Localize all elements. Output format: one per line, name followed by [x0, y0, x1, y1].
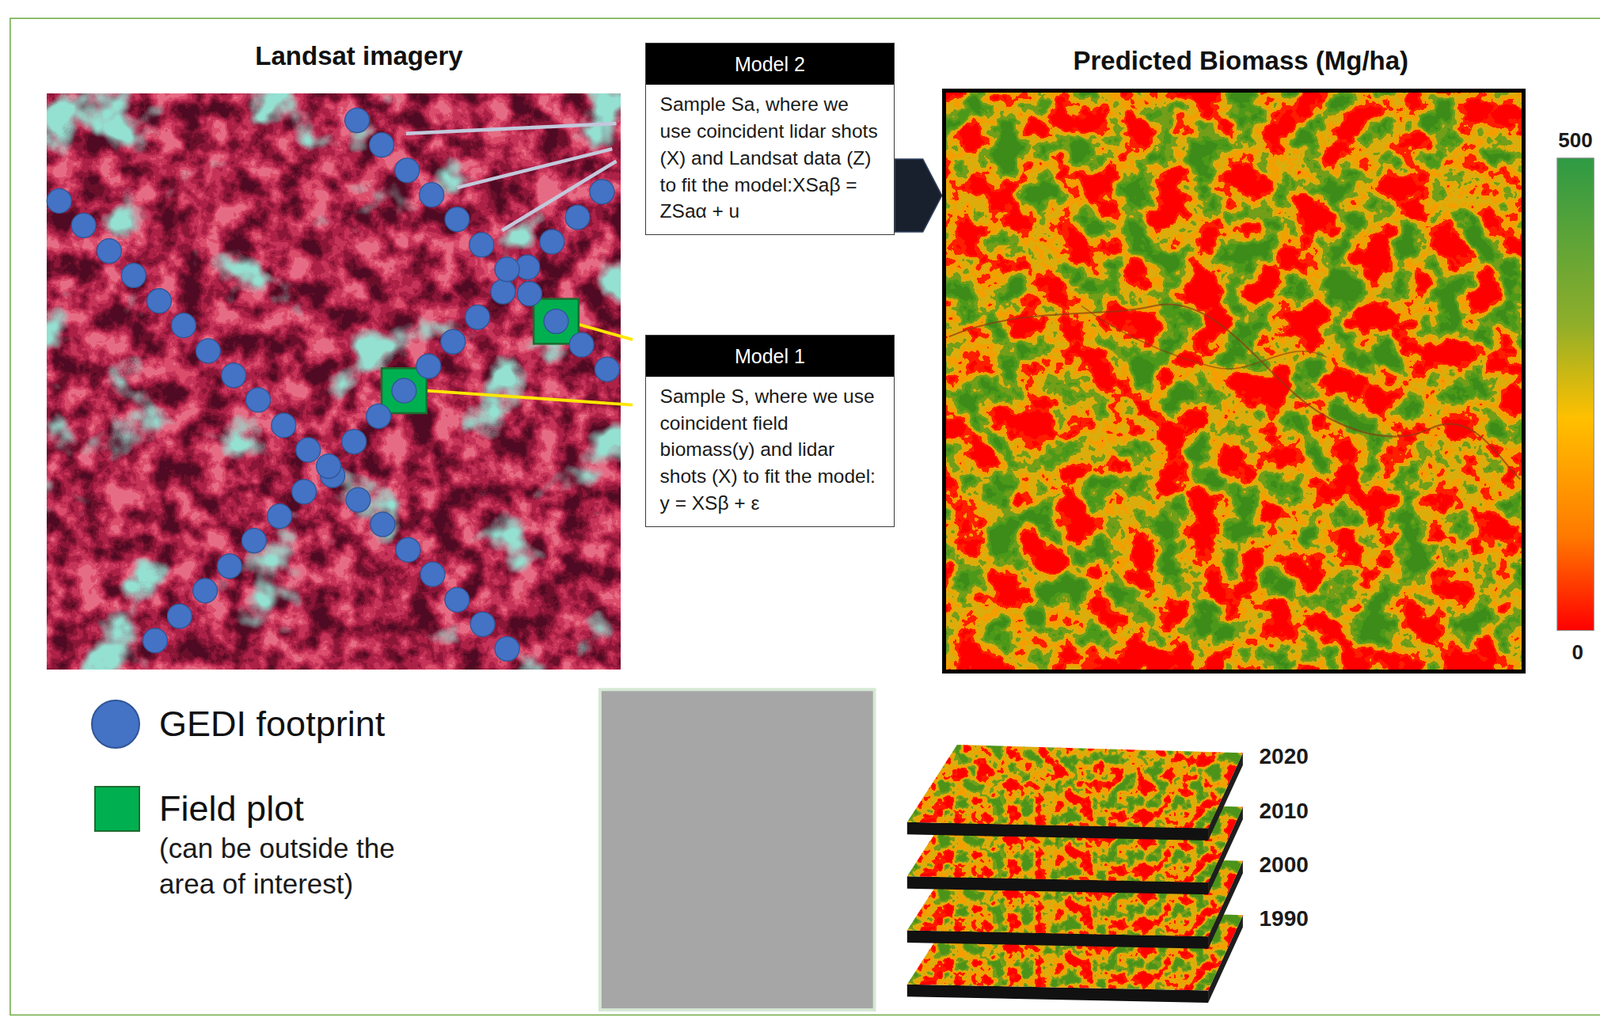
satellite-image-panel: Landsat imagery: [46, 94, 620, 670]
outer-frame: [10, 18, 1600, 1015]
box-body: Sample S, where we use coincident field …: [646, 376, 895, 527]
gedi-footprint: [147, 288, 172, 314]
gedi-footprint: [296, 437, 321, 463]
gedi-footprint: [490, 279, 516, 305]
gedi-footprint: [419, 182, 445, 208]
landsat-image: [46, 94, 620, 670]
gedi-footprint: [370, 512, 396, 537]
gedi-footprint: [369, 133, 395, 158]
gedi-footprint: [217, 554, 243, 579]
box-heading: Model 2: [646, 43, 895, 85]
year-label: 1990: [1259, 906, 1309, 934]
gedi-footprint: [171, 313, 197, 339]
layer-map: [903, 741, 1247, 833]
gedi-footprint: [342, 429, 367, 455]
legend-text: GEDI footprint: [159, 703, 385, 746]
legend-note: (can be outside the area of interest): [159, 830, 421, 902]
gedi-footprint: [142, 628, 168, 654]
gedi-footprint: [246, 387, 271, 413]
gedi-footprint: [539, 229, 565, 255]
leader-line: [406, 123, 617, 134]
flow-arrow: [894, 159, 942, 232]
gedi-footprint: [469, 232, 495, 258]
gedi-footprint: [440, 329, 466, 354]
gedi-footprint: [345, 108, 370, 134]
leader-line: [426, 391, 633, 406]
colorbar: [1557, 158, 1594, 631]
gray-panel: [600, 689, 875, 1011]
gedi-footprint: [267, 504, 293, 529]
legend-text: Field plot: [159, 787, 305, 831]
gedi-footprint: [46, 188, 72, 213]
gedi-footprint: [71, 212, 96, 238]
gedi-footprint: [271, 413, 297, 438]
gedi-footprint: [589, 179, 615, 205]
gedi-footprint: [193, 578, 218, 604]
box-heading: Model 1: [646, 335, 895, 377]
gedi-footprint: [494, 257, 520, 282]
gedi-footprint: [494, 636, 520, 662]
panel-heading: Landsat imagery: [254, 40, 463, 73]
gedi-footprint: [420, 562, 445, 587]
gedi-footprint: [366, 403, 392, 429]
river: [949, 304, 1521, 479]
gedi-footprint: [516, 281, 542, 307]
gedi-footprint: [395, 158, 420, 183]
box-body: Sample Sa, where we use coincident lidar…: [646, 84, 895, 235]
year-label: 2010: [1259, 798, 1309, 825]
biomass-map-panel: Predicted Biomass (Mg/ha): [942, 88, 1526, 674]
scale-value: 0: [1571, 640, 1583, 666]
model-box: Model 1Sample S, where we use coincident…: [645, 334, 896, 528]
gedi-footprint: [345, 487, 371, 513]
gedi-footprint: [465, 304, 491, 330]
leader-line: [456, 148, 612, 188]
leader-line: [501, 161, 616, 232]
gedi-footprint: [121, 263, 146, 289]
legend-square: [94, 786, 141, 833]
gedi-footprint: [195, 338, 221, 364]
legend-circle: [91, 699, 141, 749]
model-box: Model 2Sample Sa, where we use coinciden…: [645, 42, 896, 236]
scale-value: 500: [1558, 128, 1593, 153]
gedi-footprint: [292, 479, 317, 505]
river: [1081, 306, 1327, 369]
gedi-footprint: [565, 205, 590, 230]
gedi-footprint: [241, 528, 267, 554]
gedi-footprint: [221, 363, 247, 388]
gedi-footprint: [395, 537, 421, 563]
gedi-footprint: [444, 587, 470, 612]
year-label: 2020: [1259, 744, 1309, 772]
gedi-footprint: [167, 604, 192, 629]
gedi-footprint: [569, 332, 594, 358]
gedi-footprint: [543, 309, 569, 335]
gedi-footprint: [416, 353, 441, 379]
landsat-bright-patches: [46, 94, 620, 670]
gedi-footprint: [444, 207, 470, 232]
biomass-map-image: [945, 91, 1524, 671]
year-label: 2000: [1259, 851, 1309, 879]
gedi-footprint: [391, 378, 417, 403]
gedi-footprint: [96, 239, 122, 264]
gedi-footprint: [470, 611, 495, 637]
panel-heading: Predicted Biomass (Mg/ha): [1072, 45, 1409, 77]
gedi-footprint: [594, 357, 620, 382]
gedi-footprint: [316, 454, 342, 479]
map-layer: [903, 741, 1247, 841]
